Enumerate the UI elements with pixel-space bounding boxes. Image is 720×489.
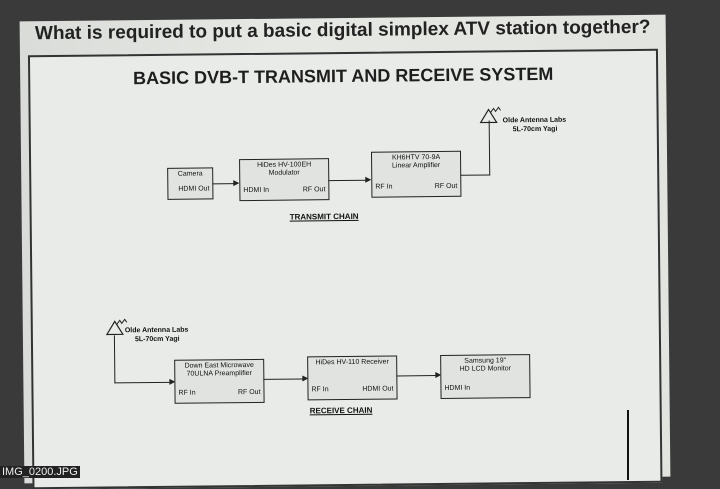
monitor-label: Samsung 19" HD LCD Monitor (459, 357, 511, 373)
preamp-rf-out: RF Out (237, 388, 261, 397)
preamp-label: Down East Microwave 70ULNA Preamplifier (184, 361, 254, 378)
transmit-chain-label: TRANSMIT CHAIN (289, 211, 359, 222)
microphone-stand (627, 410, 629, 480)
image-filename: IMG_0200.JPG (0, 466, 80, 478)
amplifier-rf-in: RF In (375, 183, 393, 191)
receiver-rf-in: RF In (311, 386, 329, 394)
rx-antenna-icon (105, 318, 128, 336)
tx-link-amplifier-antenna-v (488, 120, 491, 176)
rx-antenna-line2: 5L-70cm Yagi (134, 335, 180, 344)
receive-chain-label: RECEIVE CHAIN (309, 405, 373, 416)
monitor-box: Samsung 19" HD LCD Monitor HDMI In (440, 354, 531, 400)
receiver-hdmi-out: HDMI Out (362, 385, 394, 393)
preamp-rf-in: RF In (178, 389, 196, 397)
projector-screen: What is required to put a basic digital … (19, 14, 671, 489)
receiver-box: HiDes HV-110 Receiver RF In HDMI Out (307, 355, 398, 401)
modulator-box: HiDes HV-100EH Modulator HDMI In RF Out (239, 158, 330, 202)
slide-title: BASIC DVB-T TRANSMIT AND RECEIVE SYSTEM (132, 63, 554, 89)
receiver-label: HiDes HV-110 Receiver (315, 358, 389, 367)
rx-link-antenna-h (114, 381, 171, 384)
camera-label: Camera (177, 170, 203, 178)
amplifier-box: KH6HTV 70-9A Linear Amplifier RF In RF O… (370, 150, 462, 198)
modulator-rf-out: RF Out (302, 186, 326, 194)
amplifier-label: KH6HTV 70-9A Linear Amplifier (391, 153, 441, 170)
preamp-box: Down East Microwave 70ULNA Preamplifier … (174, 358, 265, 404)
rx-link-receiver-monitor (396, 375, 437, 377)
slide-headline: What is required to put a basic digital … (34, 16, 651, 45)
tx-link-modulator-amplifier (328, 179, 367, 182)
tx-antenna-line2: 5L-70cm Yagi (512, 125, 558, 134)
modulator-label: HiDes HV-100EH Modulator (257, 161, 312, 177)
tx-link-amplifier-antenna-h (460, 174, 491, 176)
tx-antenna-label: Olde Antenna Labs 5L-70cm Yagi (503, 116, 567, 135)
amplifier-rf-out: RF Out (434, 182, 458, 191)
rx-link-preamp-receiver (263, 378, 304, 380)
rx-antenna-label: Olde Antenna Labs 5L-70cm Yagi (125, 326, 189, 345)
monitor-hdmi-in: HDMI In (444, 384, 471, 392)
rx-link-antenna-v (113, 335, 116, 384)
tx-antenna-icon (479, 106, 501, 124)
modulator-hdmi-in: HDMI In (243, 186, 270, 195)
diagram-slide: BASIC DVB-T TRANSMIT AND RECEIVE SYSTEM … (27, 48, 663, 489)
camera-box: Camera HDMI Out (167, 167, 214, 200)
tx-link-camera-modulator (212, 183, 235, 185)
camera-hdmi-out: HDMI Out (178, 185, 210, 193)
